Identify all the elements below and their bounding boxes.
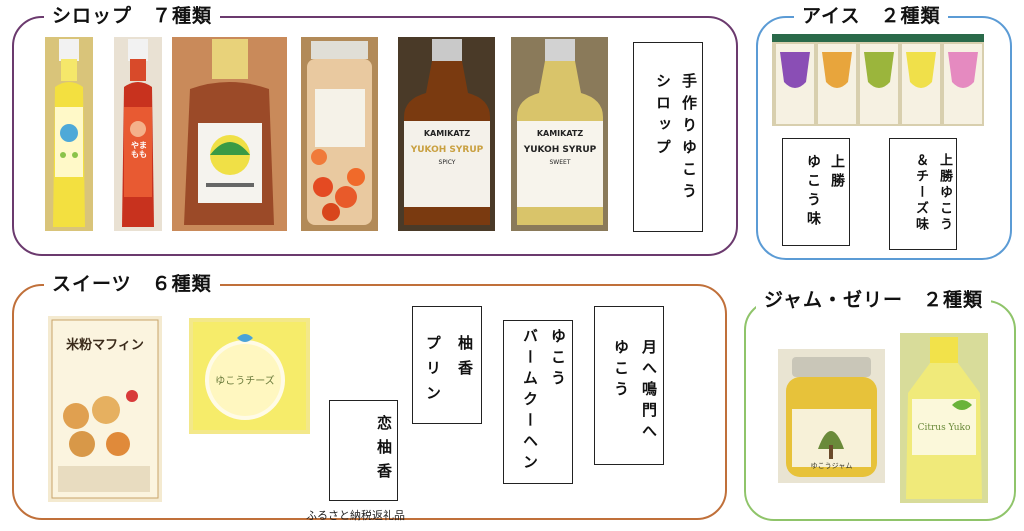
sweets-box-koiyuka-text: 恋柚香 [375,414,393,487]
ice-title: アイス ２種類 [794,3,949,29]
sweets-box-naruto-text: 月へ鳴門へ ゆこう [612,339,658,444]
sweets-panel: スイーツ ６種類 [12,271,727,520]
ice-panel: アイス ２種類 [756,3,1012,260]
ice-box-yuko: 上勝 ゆこう味 [782,138,850,246]
jam-jar-label: ゆこうジャム [810,462,853,470]
jam-jelly-photo: Citrus Yuko [900,333,988,503]
ice-box-cheese-text: 上勝ゆこう ＆チーズ味 [913,153,952,233]
syrup-photo-2: やまもも [114,37,162,231]
syrup-photo-5: KAMIKATZ YUKOH SYRUP SPICY [398,37,495,231]
syrup-photo-3 [172,37,287,231]
syrup-handmade-box: 手作りゆこう シロップ [633,42,703,232]
jam-title: ジャム・ゼリー ２種類 [756,287,992,313]
syrup-bottle6-brand: KAMIKATZ [536,129,584,138]
syrup-bottle5-sub: SPICY [438,159,456,166]
sweets-hometown-tax-note: ふるさと納税返礼品 [306,509,405,522]
syrup-photo-4 [301,37,378,231]
syrup-photo-1 [45,37,93,231]
ice-box-yuko-text: 上勝 ゆこう味 [805,154,845,230]
ice-photo [772,34,984,126]
syrup-panel: シロップ ７種類 [12,3,738,256]
sweets-box-baumkuchen: ゆこう バームクーヘン [503,320,573,484]
syrup-bottle5-name: YUKOH SYRUP [410,145,484,155]
sweets-cheese-label: ゆこうチーズ [215,376,275,387]
syrup-bottle5-brand: KAMIKATZ [423,129,471,138]
sweets-title: スイーツ ６種類 [44,271,220,297]
ice-box-cheese: 上勝ゆこう ＆チーズ味 [889,138,957,250]
jam-jar-photo: ゆこうジャム [778,349,885,483]
syrup-bottle6-name: YUKOH SYRUP [523,145,597,155]
syrup-title: シロップ ７種類 [44,3,221,29]
jam-panel: ジャム・ゼリー ２種類 [744,287,1016,521]
syrup-bottle6-sub: SWEET [549,159,571,166]
sweets-box-baumkuchen-text: ゆこう バームクーヘン [521,327,567,475]
jam-jelly-label: Citrus Yuko [917,423,971,433]
sweets-muffin-poster-title: 米粉マフィン [66,338,144,353]
sweets-box-koiyuka: 恋柚香 [329,400,398,501]
syrup-photo-6: KAMIKATZ YUKOH SYRUP SWEET [511,37,608,231]
sweets-cheese-photo: ゆこうチーズ [189,318,310,434]
sweets-box-pudding-text: 柚香 プリン [424,334,474,410]
sweets-box-pudding: 柚香 プリン [412,306,482,424]
sweets-box-naruto: 月へ鳴門へ ゆこう [594,306,664,465]
syrup-bottle2-label: やまもも [131,141,147,159]
sweets-muffin-poster: 米粉マフィン [48,316,162,502]
syrup-handmade-text: 手作りゆこう シロップ [654,73,698,205]
